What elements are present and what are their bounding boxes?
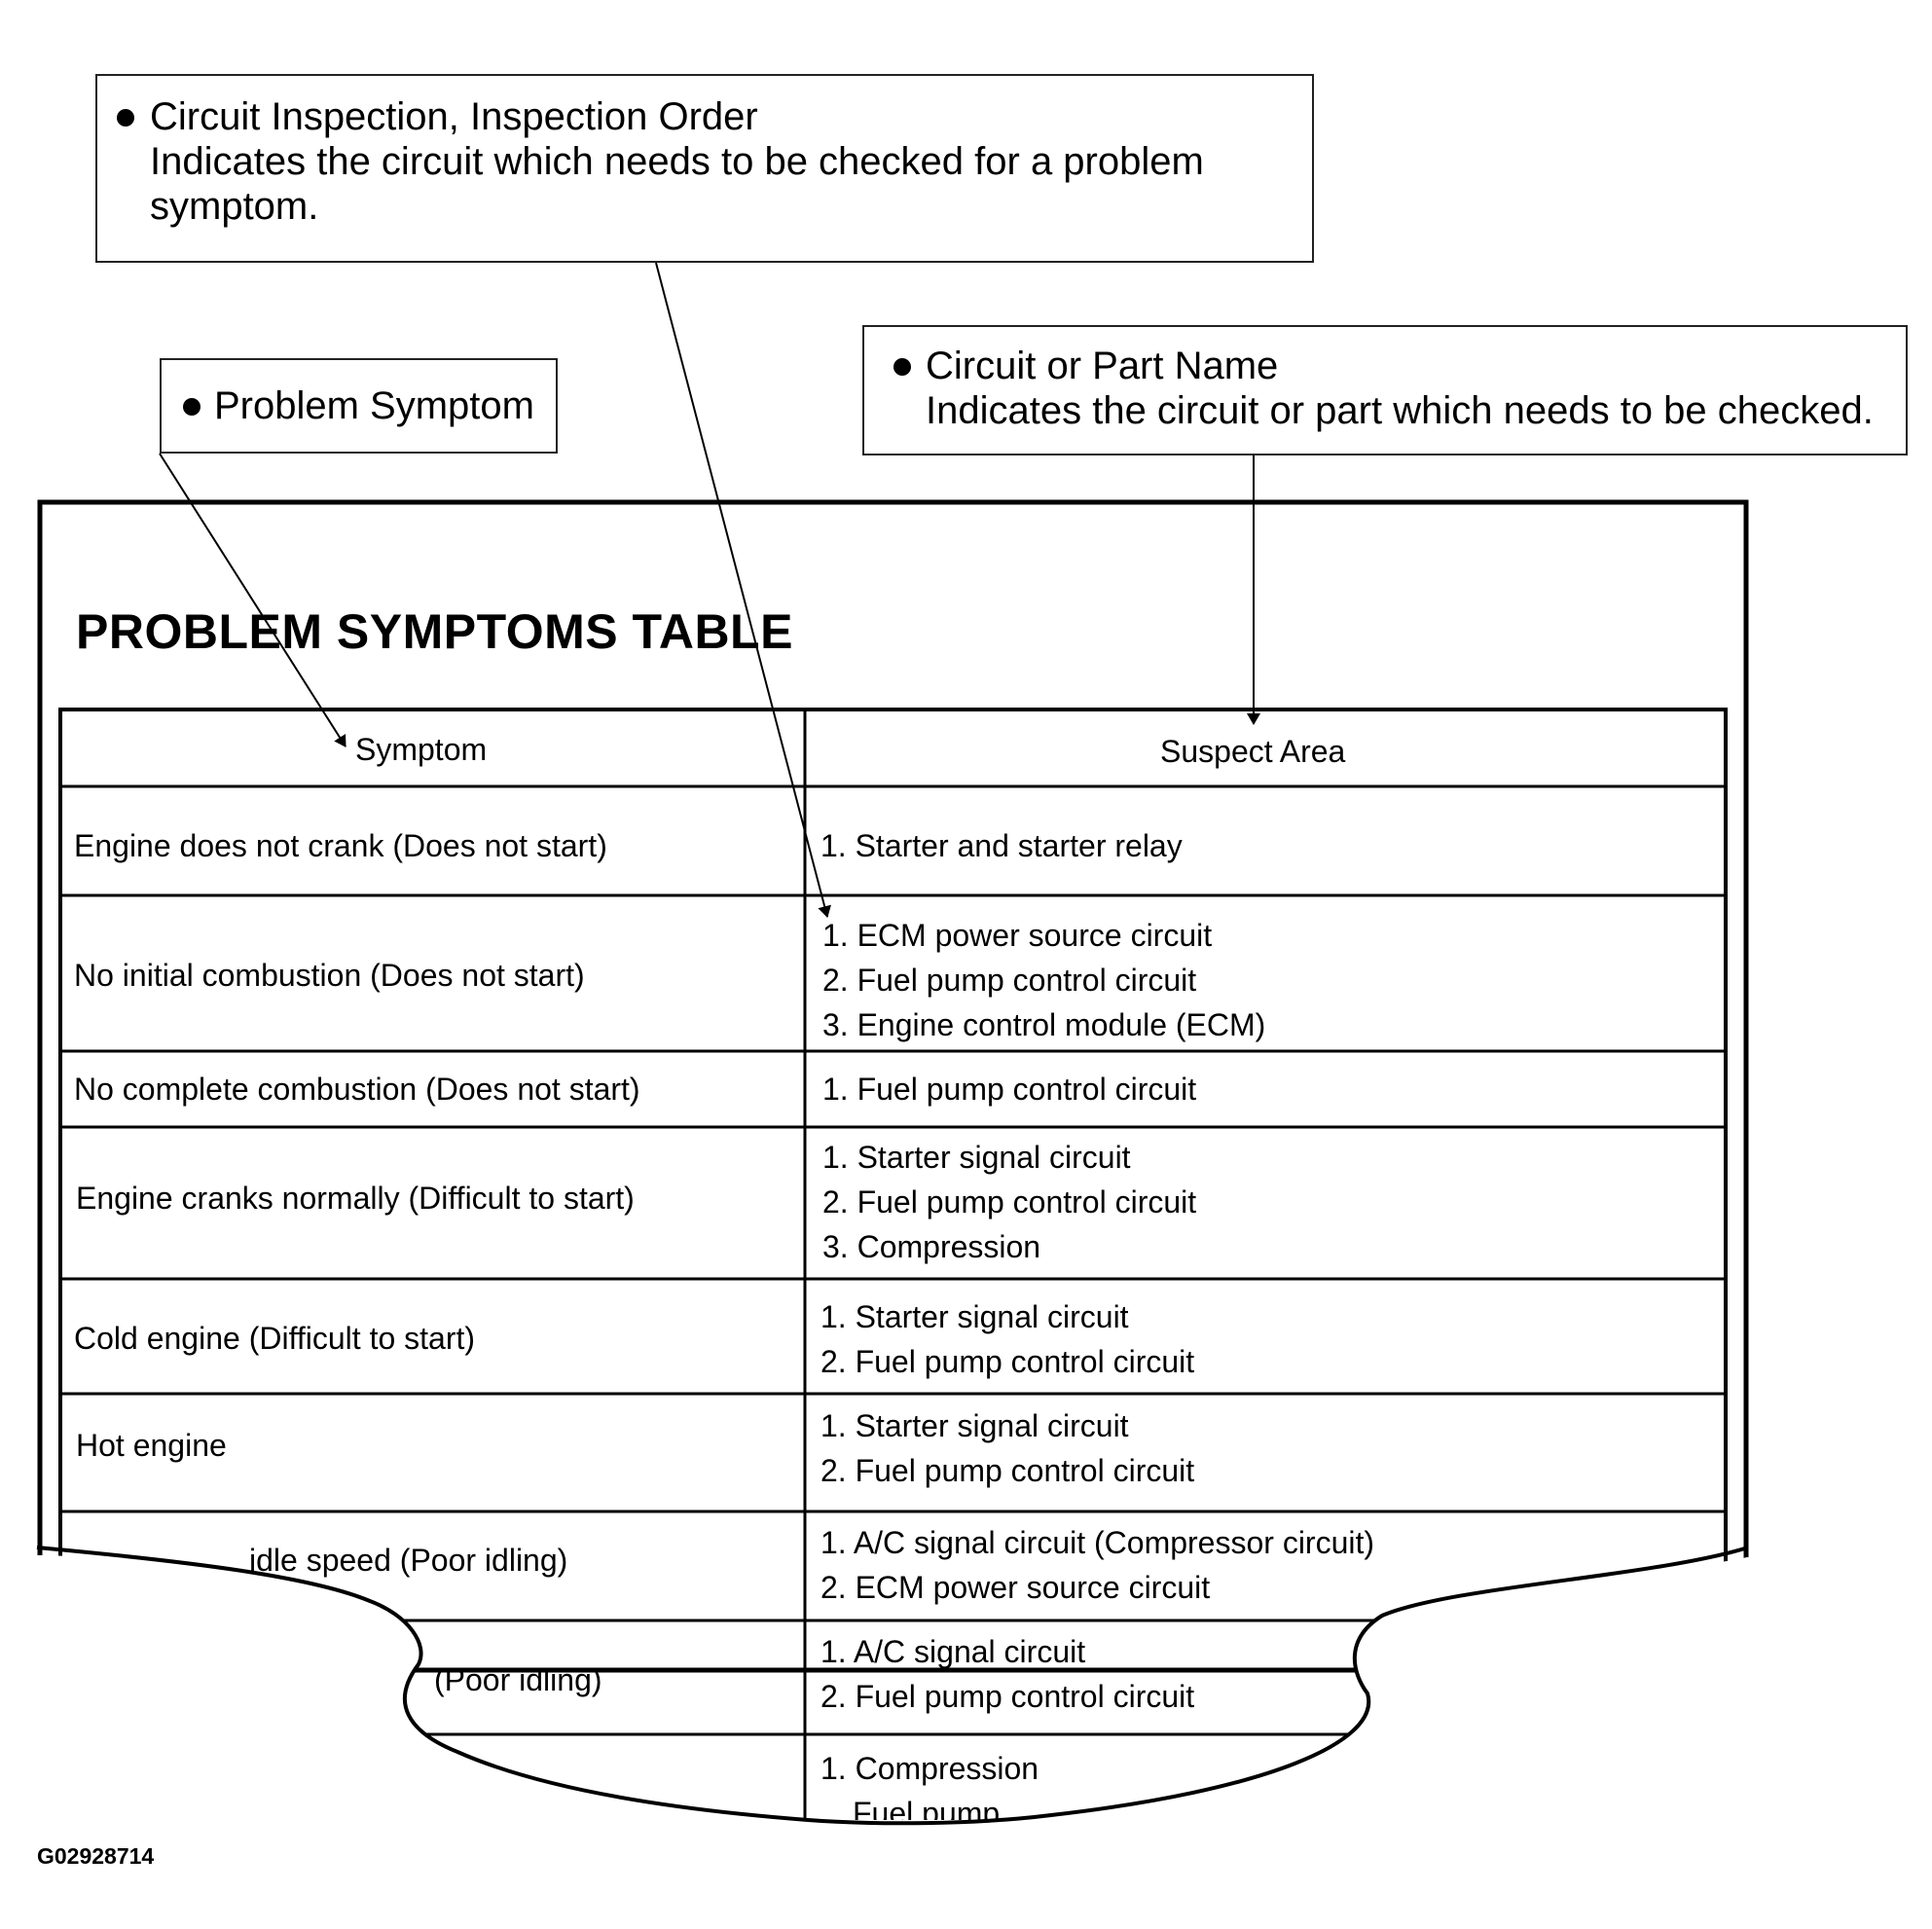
- suspect-item: 1. Starter signal circuit: [820, 1408, 1129, 1443]
- suspect-item: 1. Starter signal circuit: [820, 1299, 1129, 1334]
- callout-inspection-order: Circuit Inspection, Inspection Order Ind…: [95, 74, 1314, 263]
- symptom-cell: (Poor idling): [434, 1662, 602, 1697]
- suspect-item: 1. Fuel pump control circuit: [822, 1072, 1197, 1107]
- callout-inspection-title: Circuit Inspection, Inspection Order: [150, 95, 758, 138]
- callout-circuit-part-name: Circuit or Part Name Indicates the circu…: [862, 325, 1908, 455]
- callout-inspection-desc-1: Indicates the circuit which needs to be …: [150, 140, 1204, 183]
- suspect-item: 2. ECM power source circuit: [820, 1570, 1211, 1605]
- suspect-item-torn: Fuel pump: [853, 1796, 1001, 1820]
- callout-circuit-part-desc: Indicates the circuit or part which need…: [926, 389, 1874, 432]
- suspect-item: 3. Compression: [822, 1229, 1041, 1264]
- suspect-item: 2. Fuel pump control circuit: [822, 963, 1197, 998]
- suspect-item: 1. A/C signal circuit (Compressor circui…: [820, 1525, 1375, 1560]
- callout-problem-symptom-title: Problem Symptom: [214, 384, 534, 427]
- symptom-cell: Engine cranks normally (Difficult to sta…: [76, 1181, 635, 1216]
- suspect-item: 1. ECM power source circuit: [822, 918, 1213, 953]
- symptom-cell: No complete combustion (Does not start): [74, 1072, 640, 1107]
- bullet-icon: [893, 358, 911, 376]
- callout-inspection-desc-2: symptom.: [150, 185, 319, 228]
- suspect-item: 3. Engine control module (ECM): [822, 1007, 1266, 1042]
- symptom-cell: idle speed (Poor idling): [249, 1543, 568, 1578]
- figure-code: G02928714: [37, 1843, 155, 1869]
- bullet-icon: [183, 398, 200, 416]
- symptom-cell: Cold engine (Difficult to start): [74, 1321, 476, 1356]
- bullet-icon: [117, 109, 134, 127]
- suspect-item: 2. Fuel pump control circuit: [820, 1679, 1195, 1714]
- arrow-problem-symptom: [159, 453, 346, 747]
- suspect-item: 1. Compression: [820, 1751, 1039, 1786]
- table-title: PROBLEM SYMPTOMS TABLE: [76, 604, 793, 659]
- torn-edge: [36, 1546, 1749, 1826]
- suspect-item: 1. Starter and starter relay: [820, 828, 1183, 863]
- symptom-cell: Hot engine: [76, 1428, 227, 1463]
- arrow-inspection-order: [655, 262, 831, 918]
- symptom-cell: No initial combustion (Does not start): [74, 958, 585, 993]
- header-suspect-area: Suspect Area: [1160, 734, 1346, 769]
- suspect-item: 2. Fuel pump control circuit: [820, 1344, 1195, 1379]
- callout-problem-symptom: Problem Symptom: [160, 358, 558, 454]
- suspect-item: 1. Starter signal circuit: [822, 1140, 1131, 1175]
- suspect-item: 1. A/C signal circuit: [820, 1634, 1086, 1669]
- suspect-item: 2. Fuel pump control circuit: [820, 1453, 1195, 1488]
- symptom-cell: Engine does not crank (Does not start): [74, 828, 607, 863]
- callout-circuit-part-title: Circuit or Part Name: [926, 345, 1279, 387]
- header-symptom: Symptom: [355, 732, 488, 767]
- suspect-item: 2. Fuel pump control circuit: [822, 1184, 1197, 1219]
